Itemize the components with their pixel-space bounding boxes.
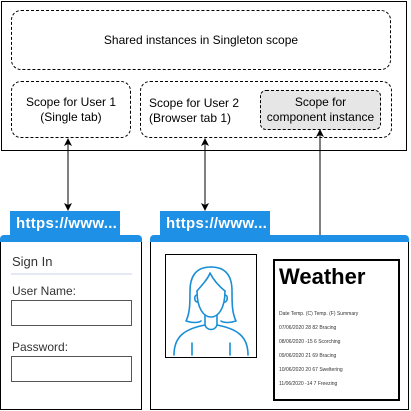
username-label: User Name: (12, 284, 77, 298)
singleton-scope-box: Shared instances in Singleton scope (11, 10, 391, 70)
left-browser-window: Sign In User Name: Password: (0, 242, 142, 410)
signin-title: Sign In (12, 254, 53, 269)
weather-row: 08/06/2020 -15 6 Scorching (279, 339, 341, 345)
user1-scope-label: Scope for User 1 (Single tab) (25, 94, 117, 124)
weather-row: 10/06/2020 20 67 Sweltering (279, 367, 343, 373)
woman-avatar-icon (173, 266, 249, 356)
left-tab-url: https://www... (16, 214, 118, 232)
left-browser-tab[interactable]: https://www... (10, 211, 120, 235)
signin-divider (11, 273, 132, 275)
left-browser-topbar (0, 235, 142, 242)
weather-table-header: Date Temp. (C) Temp. (F) Summary (279, 311, 359, 317)
password-field[interactable] (11, 356, 132, 382)
component-scope-box: Scope for component instance (260, 90, 381, 130)
weather-row: 09/06/2020 21 69 Bracing (279, 353, 337, 359)
right-browser-window: Weather Date Temp. (C) Temp. (F) Summary… (150, 242, 409, 410)
right-tab-url: https://www... (166, 214, 268, 232)
user2-scope-label: Scope for User 2 (Browser tab 1) (149, 96, 240, 125)
weather-row: 07/06/2020 28 82 Bracing (279, 325, 337, 331)
weather-component: Weather Date Temp. (C) Temp. (F) Summary… (273, 259, 400, 401)
avatar-box (165, 254, 257, 358)
weather-table: Date Temp. (C) Temp. (F) Summary 07/06/2… (279, 312, 397, 387)
right-browser-topbar (150, 235, 409, 242)
password-label: Password: (12, 340, 69, 354)
user1-scope-box: Scope for User 1 (Single tab) (11, 81, 131, 138)
right-browser-tab[interactable]: https://www... (160, 211, 270, 235)
component-scope-label: Scope for component instance (266, 95, 375, 124)
weather-row: 11/06/2020 -14 7 Freezing (279, 381, 338, 387)
username-field[interactable] (11, 300, 132, 326)
singleton-scope-label: Shared instances in Singleton scope (103, 32, 299, 47)
weather-title: Weather (279, 264, 366, 289)
